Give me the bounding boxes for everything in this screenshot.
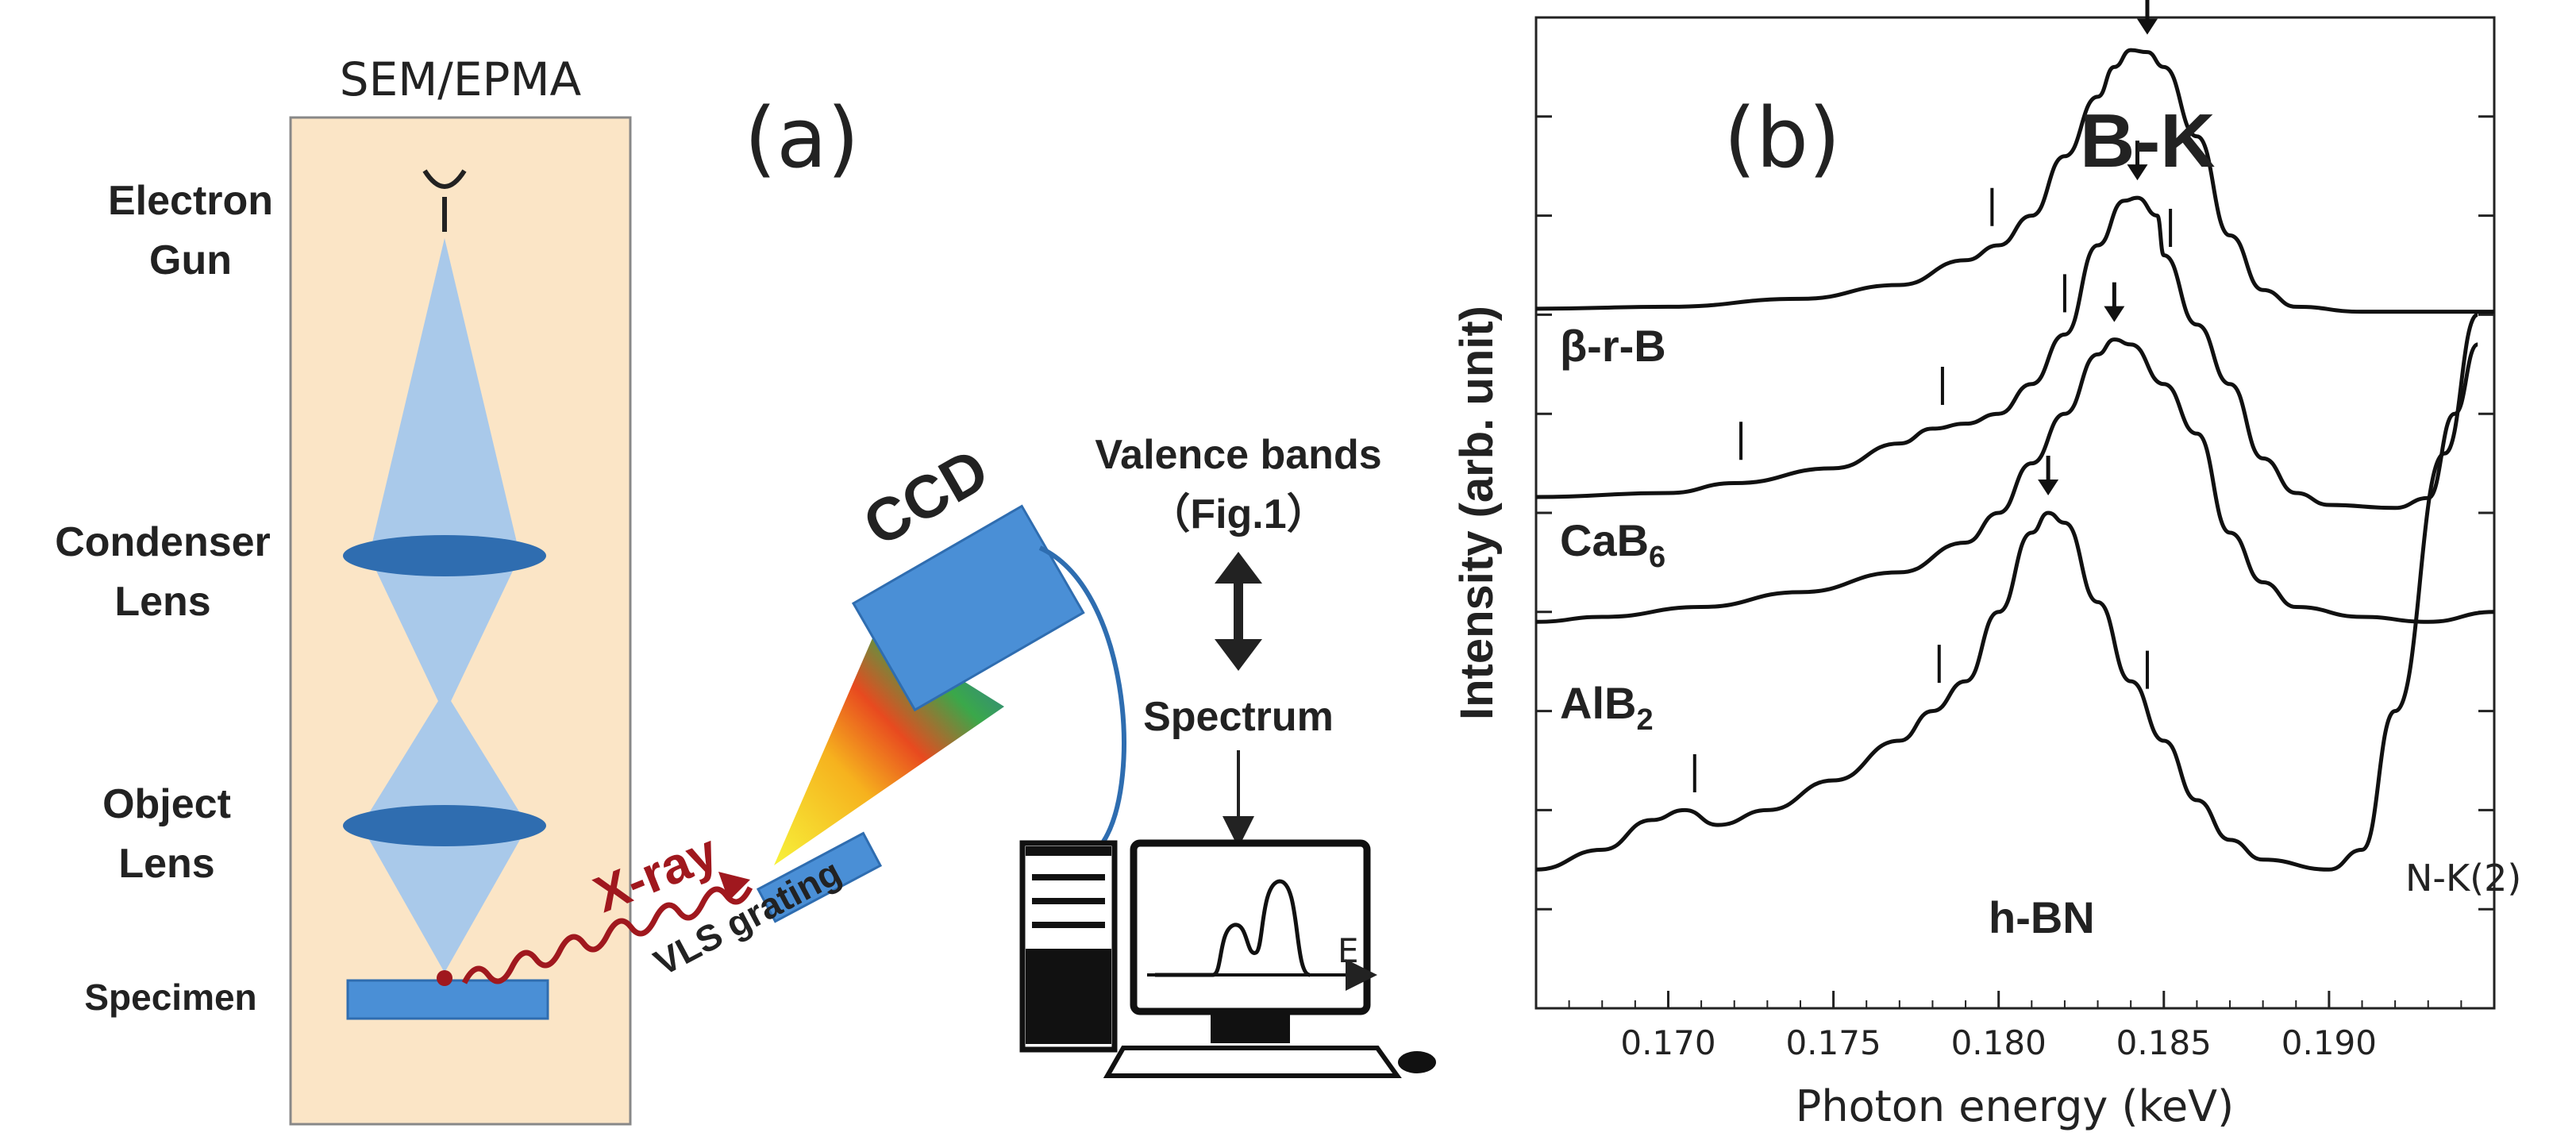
peak-arrow-head (2127, 164, 2148, 181)
electron-beam-middle2 (361, 691, 528, 826)
plot-frame (1534, 16, 2496, 1010)
peak-arrow-head (2038, 480, 2059, 495)
object-lens-label-1: Object (102, 781, 231, 827)
nk-label: N-K(2) (2405, 857, 2521, 900)
y-ticks (1536, 16, 2494, 1010)
series-label: h-BN (1989, 892, 2095, 942)
x-tick-label: 0.170 (1620, 1023, 1715, 1062)
x-tick-label: 0.180 (1951, 1023, 2047, 1062)
vls-grating-icon (756, 831, 883, 923)
computer-tower-icon (1019, 840, 1118, 1053)
monitor-icon (1103, 839, 1436, 1078)
peak-arrow-head (2104, 306, 2125, 322)
electron-beam-lower (361, 826, 528, 973)
condenser-label-2: Lens (114, 579, 210, 625)
spectrum-label: Spectrum (1143, 694, 1334, 740)
curve-3 (1535, 312, 2479, 872)
x-axis-label: Photon energy (keV) (1796, 1081, 2234, 1131)
ccd-icon (851, 504, 1085, 712)
chart-title: B-K (2080, 98, 2216, 183)
x-ticks: 0.170 0.175 0.180 0.185 0.190 (1568, 991, 2462, 1062)
curve-2 (1535, 337, 2495, 624)
sem-title: SEM/EPMA (340, 52, 582, 106)
panel-a: SEM/EPMA Electron Gun Condenser Lens Obj… (55, 52, 1436, 1126)
specimen-label: Specimen (84, 977, 256, 1018)
series-label: β-r-B (1560, 321, 1666, 371)
object-lens-label-2: Lens (118, 841, 214, 887)
series-label: AlB2 (1560, 678, 1654, 737)
curve-0 (1535, 48, 2494, 314)
electron-beam-upper (369, 238, 520, 556)
panel-label-b: (b) (1723, 90, 1840, 187)
series-label-sub: 6 (1649, 541, 1665, 574)
xray-arrowhead (718, 872, 750, 901)
valence-bands-label-1: Valence bands (1095, 432, 1381, 478)
screen-axis-label: E (1338, 931, 1359, 970)
electron-gun-label-2: Gun (149, 237, 232, 283)
object-lens-icon (343, 805, 546, 846)
ccd-cable (1038, 545, 1126, 843)
series-label-main: h-BN (1989, 892, 2095, 942)
series-label-sub: 2 (1636, 703, 1653, 737)
electron-gun-label-1: Electron (108, 178, 273, 224)
series-label-main: β-r-B (1560, 321, 1666, 371)
double-arrow-up (1215, 552, 1262, 584)
panel-label-a: (a) (745, 90, 860, 187)
x-tick-label: 0.190 (2281, 1023, 2377, 1062)
screen-spectrum (1155, 879, 1311, 977)
series-label-main: CaB (1560, 515, 1649, 565)
beam-spot (437, 970, 452, 986)
condenser-label-1: Condenser (55, 519, 271, 565)
x-tick-label: 0.185 (2116, 1023, 2212, 1062)
curve-1 (1535, 195, 2479, 510)
spectra-markers (1692, 0, 2173, 793)
peak-arrow-head (2136, 18, 2158, 35)
x-tick-label: 0.175 (1785, 1023, 1881, 1062)
spectra-curves (1535, 48, 2495, 872)
series-label-main: AlB (1560, 678, 1636, 728)
series-label: CaB6 (1560, 515, 1665, 574)
double-arrow-down (1215, 639, 1262, 671)
specimen-icon (346, 979, 549, 1020)
valence-bands-label-2: （Fig.1） (1149, 491, 1327, 537)
electron-gun-icon (422, 169, 467, 189)
xray-path (461, 886, 753, 984)
y-axis-label: Intensity (arb. unit) (1451, 306, 1503, 720)
electron-beam-middle (369, 556, 520, 715)
condenser-lens-icon (343, 535, 546, 576)
